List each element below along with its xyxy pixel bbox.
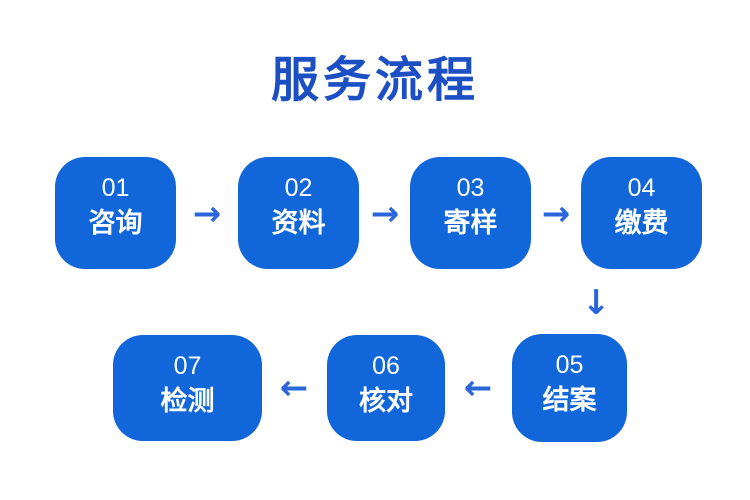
step-label: 缴费: [614, 208, 669, 238]
step-box-01: 01 咨询: [55, 157, 176, 269]
step-number: 03: [456, 174, 485, 202]
step-number: 04: [627, 174, 656, 202]
step-number: 01: [101, 174, 130, 202]
arrow-right-icon: →: [370, 194, 400, 234]
step-number: 07: [173, 352, 202, 380]
arrow-left-icon: ←: [279, 368, 309, 408]
step-label: 检测: [160, 386, 215, 416]
step-label: 核对: [359, 386, 413, 416]
step-box-05: 05 结案: [512, 334, 627, 442]
step-box-03: 03 寄样: [410, 157, 531, 269]
arrow-right-icon: →: [192, 194, 222, 234]
step-label: 资料: [271, 208, 326, 238]
step-box-07: 07 检测: [113, 335, 262, 441]
step-number: 02: [284, 174, 313, 202]
step-box-02: 02 资料: [238, 157, 359, 269]
step-number: 06: [372, 352, 400, 380]
step-box-06: 06 核对: [327, 335, 445, 441]
arrow-right-icon: →: [541, 194, 571, 234]
arrow-down-icon: ↓: [581, 283, 611, 323]
step-label: 寄样: [443, 208, 498, 238]
arrow-left-icon: ←: [463, 368, 493, 408]
step-label: 咨询: [88, 208, 143, 238]
step-box-04: 04 缴费: [581, 157, 702, 269]
step-label: 结案: [542, 385, 597, 415]
step-number: 05: [555, 351, 584, 379]
page-title: 服务流程: [270, 54, 479, 107]
